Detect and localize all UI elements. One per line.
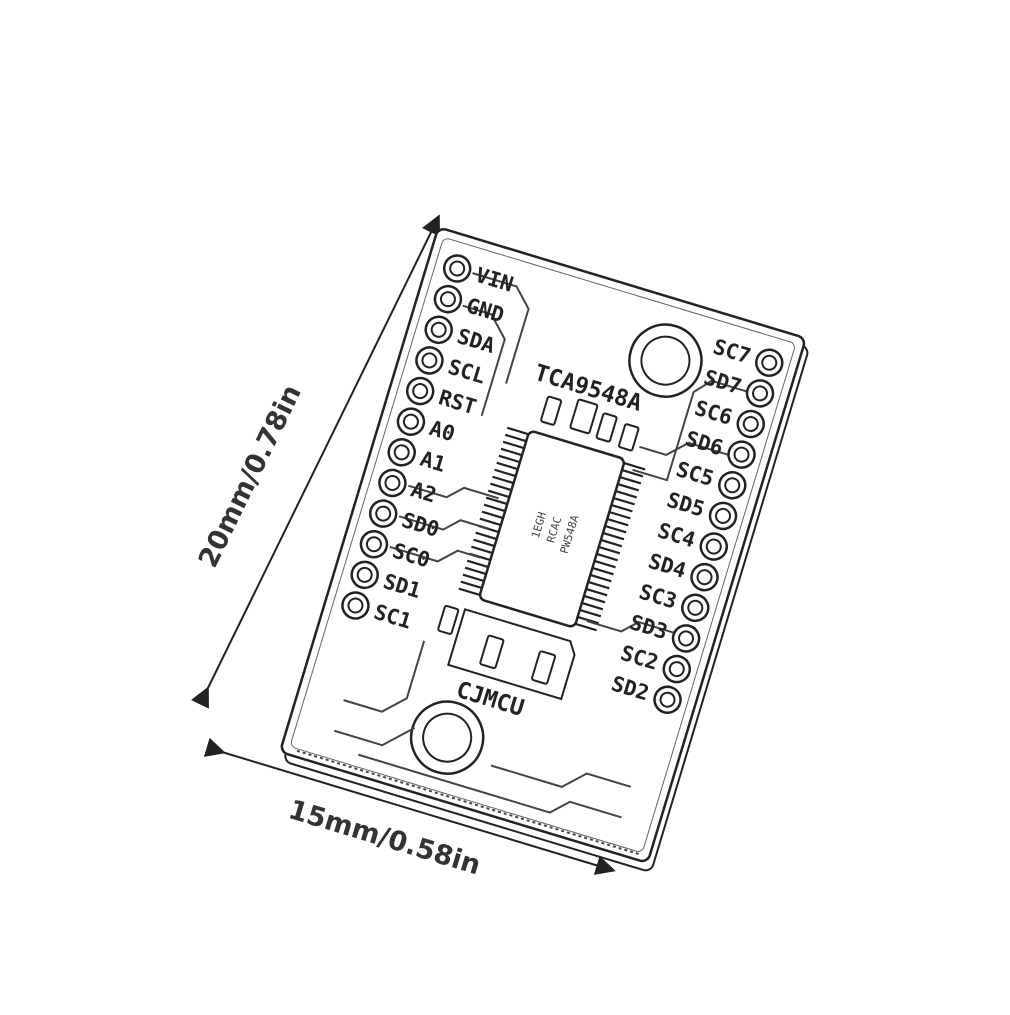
chip-leg: [613, 496, 635, 506]
chip-leg: [500, 447, 523, 457]
chip-leg: [587, 580, 610, 590]
chip-leg: [462, 573, 485, 583]
chip-leg: [458, 587, 481, 597]
chip-leg: [473, 538, 495, 548]
chip-body: [478, 430, 626, 628]
smd-components: [437, 395, 640, 701]
resistor-r3: [595, 412, 618, 443]
left-pin-sd0: SD0: [368, 499, 442, 542]
chip-leg: [585, 587, 608, 597]
pcb-traces: [296, 272, 751, 856]
tca9548a-chip: PW548A RCAC 1EGH: [458, 426, 646, 632]
chip-leg: [606, 517, 629, 527]
chip-leg: [577, 615, 600, 625]
chip-leg: [592, 566, 614, 576]
right-pin-sc2: SC2: [618, 641, 692, 684]
chip-leg: [471, 545, 493, 555]
chip-leg: [602, 531, 625, 541]
chip-leg: [611, 503, 633, 513]
capacitor-c2: [479, 634, 505, 670]
left-pin-sc1: SC1: [341, 591, 414, 634]
chip-leg: [579, 608, 602, 618]
chip-leg: [583, 594, 606, 604]
chip-leg: [494, 468, 517, 478]
chip-leg: [598, 545, 621, 555]
chip-leg: [623, 462, 646, 471]
resistor-r1: [540, 395, 563, 426]
mounting-hole-bottom: [409, 700, 485, 775]
chip-leg: [466, 559, 489, 569]
chip-leg: [600, 538, 623, 548]
chip-leg: [504, 433, 527, 443]
chip-leg: [496, 461, 519, 471]
chip-leg: [492, 475, 514, 485]
board-inner-line: [290, 238, 795, 852]
chip-leg: [617, 482, 640, 492]
chip-leg: [464, 566, 487, 576]
right-pin-sd5: SD5: [664, 488, 738, 531]
chip-leg: [575, 622, 597, 632]
chip-leg: [487, 489, 510, 499]
chip-leg: [490, 482, 512, 492]
chip-leg: [481, 510, 504, 520]
width-arrow: [203, 737, 616, 875]
chip-leg: [460, 580, 483, 590]
left-pin-a0: A0: [396, 407, 458, 446]
capacitor-c3: [531, 650, 557, 685]
component-frame: [447, 608, 576, 701]
pcb-board: PW548A RCAC 1EGH: [280, 228, 809, 872]
chip-leg: [615, 489, 638, 499]
capacitor-c1: [437, 604, 460, 635]
chip-leg: [619, 475, 642, 485]
height-arrow: [190, 214, 440, 709]
chip-leg: [483, 503, 506, 513]
chip-pins: [458, 426, 646, 632]
chip-leg: [581, 601, 604, 611]
height-label: 20mm/0.78in: [193, 380, 308, 572]
chip-leg: [506, 426, 529, 436]
chip-leg: [589, 573, 612, 583]
chip-leg: [485, 496, 508, 506]
resistor-r2: [569, 398, 599, 435]
chip-leg: [621, 469, 644, 478]
chip-leg: [596, 552, 619, 562]
chip-leg: [502, 440, 525, 450]
chip-leg: [604, 524, 627, 534]
chip-leg: [498, 454, 521, 464]
chip-leg: [608, 510, 631, 520]
mounting-hole-top: [628, 323, 703, 398]
chip-leg: [594, 559, 616, 569]
resistor-r4: [618, 423, 640, 452]
chip-leg: [475, 531, 497, 541]
chip-leg: [479, 517, 502, 527]
